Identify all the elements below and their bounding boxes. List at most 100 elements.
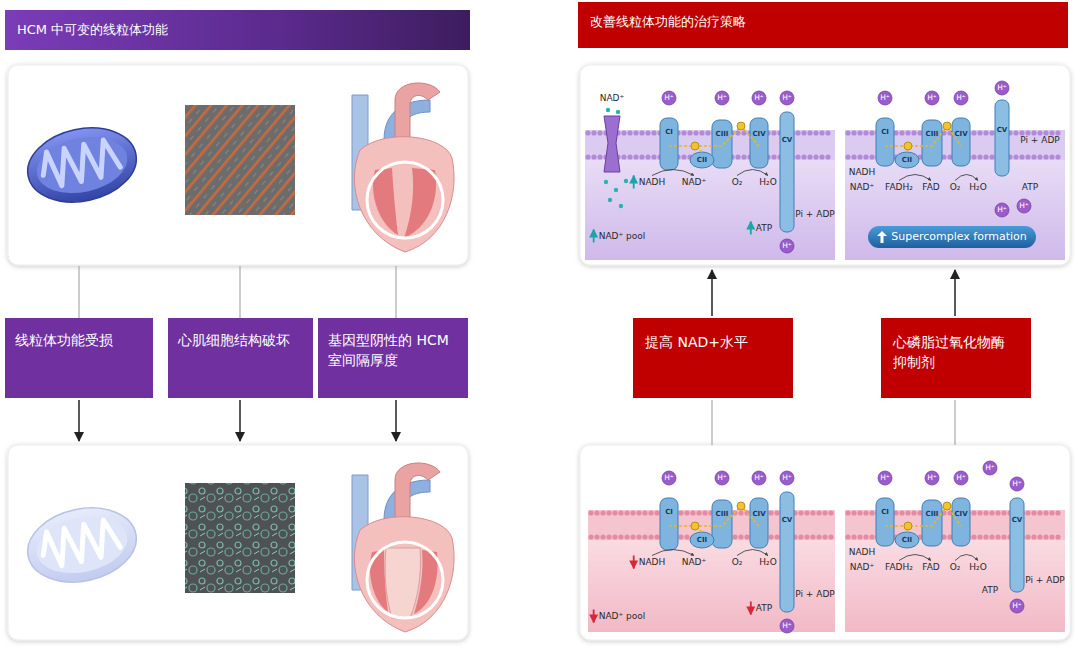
- lipid-head: [971, 130, 976, 135]
- increase-arrow: [750, 222, 752, 235]
- proton-label: H⁺: [880, 474, 890, 482]
- lipid-head: [639, 130, 644, 135]
- reaction-arc: [899, 555, 931, 561]
- lipid-head: [795, 154, 800, 159]
- metabolite-label: FADH₂: [885, 563, 913, 572]
- lipid-head: [1055, 510, 1060, 515]
- proton-label: H⁺: [717, 474, 727, 482]
- lipid-head: [798, 534, 803, 539]
- nad-dot: [608, 198, 612, 202]
- proton-circle: [780, 239, 794, 253]
- lipid-head: [642, 534, 647, 539]
- complex-label: CIII: [926, 131, 939, 138]
- proton-circle: [925, 91, 939, 105]
- up-arrow-icon: [877, 231, 887, 243]
- metabolite-label: Pi + ADP: [795, 590, 835, 599]
- lipid-head: [1043, 510, 1048, 515]
- box-text: 心磷脂过氧化物酶抑制剂: [893, 332, 1009, 373]
- metabolite-label: FADH₂: [885, 183, 913, 192]
- nad-dot: [606, 108, 610, 112]
- respiratory-complex: [876, 118, 894, 166]
- lipid-head: [971, 154, 976, 159]
- metabolite-label: Pi + ADP: [1020, 136, 1060, 145]
- reaction-arc: [955, 555, 978, 561]
- lipid-head: [813, 154, 818, 159]
- metabolite-label: H₂O: [969, 183, 986, 192]
- complex-label: CIV: [752, 131, 765, 138]
- leader-line: [954, 400, 955, 445]
- process-box: 心肌细胞结构破坏: [168, 318, 313, 398]
- complex-label: CI: [881, 509, 889, 516]
- lipid-head: [983, 510, 988, 515]
- electron-path: [669, 506, 759, 526]
- lipid-head: [845, 534, 850, 539]
- nad-dot: [624, 179, 628, 183]
- electron-carrier: [691, 142, 699, 150]
- proton-label: H⁺: [997, 84, 1007, 92]
- lipid-head: [905, 130, 910, 135]
- complex-label: CIII: [716, 131, 729, 138]
- lipid-head: [600, 510, 605, 515]
- lipid-head: [648, 534, 653, 539]
- lipid-head: [774, 510, 779, 515]
- flow-arrow: [954, 270, 956, 316]
- lipid-head: [911, 510, 916, 515]
- proton-label: H⁺: [754, 474, 764, 482]
- lipid-head: [738, 510, 743, 515]
- membrane-illustration: [585, 108, 835, 260]
- proton-label: H⁺: [717, 94, 727, 102]
- metabolite-label: O₂: [950, 563, 961, 572]
- lipid-head: [594, 534, 599, 539]
- complex-label: CII: [902, 537, 912, 544]
- lipid-head: [600, 534, 605, 539]
- metabolite-label: H₂O: [969, 563, 986, 572]
- lipid-head: [971, 510, 976, 515]
- leader-line: [711, 400, 712, 445]
- lipid-head: [621, 154, 626, 159]
- metabolite-label: NADH: [849, 548, 876, 557]
- lipid-head: [1025, 510, 1030, 515]
- proton-label: H⁺: [985, 464, 995, 472]
- lipid-head: [1025, 154, 1030, 159]
- lipid-head: [822, 534, 827, 539]
- lipid-head: [905, 510, 910, 515]
- lipid-head: [627, 154, 632, 159]
- membrane-illustration: [845, 100, 1065, 260]
- lipid-head: [795, 130, 800, 135]
- complex-label: CIV: [954, 131, 967, 138]
- lipid-head: [899, 510, 904, 515]
- lipid-head: [810, 510, 815, 515]
- proton-label: H⁺: [664, 94, 674, 102]
- reaction-arc: [737, 170, 768, 176]
- proton-circle: [995, 81, 1009, 95]
- lipid-head: [732, 534, 737, 539]
- complex-label: CV: [782, 517, 793, 524]
- heart: [352, 463, 454, 632]
- lipid-head: [813, 130, 818, 135]
- proton-circle: [878, 91, 892, 105]
- lipid-head: [983, 534, 988, 539]
- lipid-head: [801, 154, 806, 159]
- increase-arrow: [593, 230, 595, 243]
- lipid-head: [654, 510, 659, 515]
- metabolite-label: NADH: [849, 168, 876, 177]
- lipid-head: [645, 154, 650, 159]
- box-text: 提高 NAD+水平: [645, 332, 783, 352]
- metabolite-label: ATP: [756, 224, 772, 233]
- lipid-head: [807, 130, 812, 135]
- lipid-head: [618, 510, 623, 515]
- lipid-head: [642, 510, 647, 515]
- complex-label: CII: [697, 537, 707, 544]
- lipid-head: [597, 154, 602, 159]
- lipid-head: [1049, 510, 1054, 515]
- proton-label: H⁺: [782, 242, 792, 250]
- lipid-head: [995, 534, 1000, 539]
- lipid-head: [804, 510, 809, 515]
- proton-circle: [715, 91, 729, 105]
- proton-circle: [954, 91, 968, 105]
- lipid-head: [636, 510, 641, 515]
- lipid-head: [851, 130, 856, 135]
- lipid-head: [977, 130, 982, 135]
- lipid-head: [798, 510, 803, 515]
- complex-label: CIII: [716, 511, 729, 518]
